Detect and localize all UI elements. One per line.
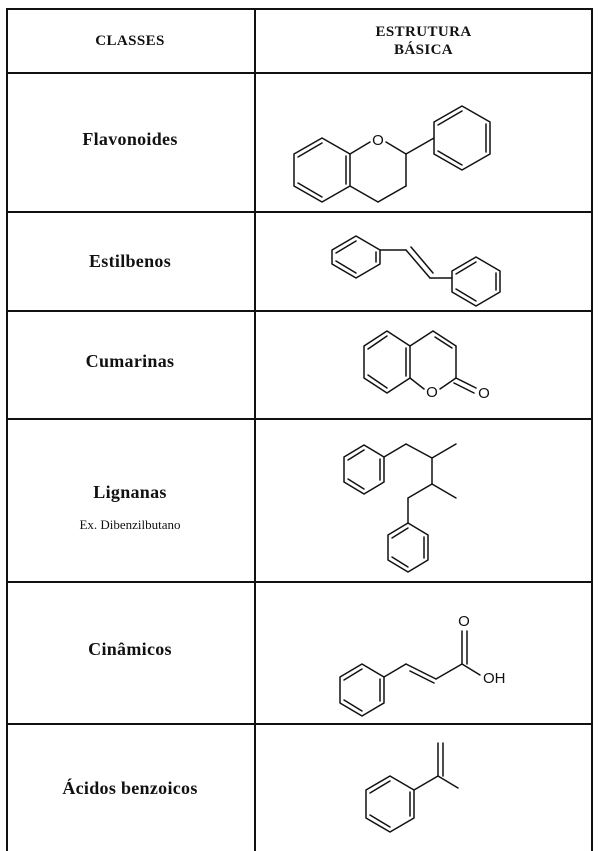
- row-divider: [6, 310, 593, 312]
- header-structure-line2: BÁSICA: [393, 42, 454, 58]
- class-name: Flavonoides: [82, 129, 178, 149]
- stilbene-structure-icon: [331, 235, 501, 307]
- class-cell-flavonoides: Flavonoides: [6, 129, 254, 150]
- class-name: Estilbenos: [88, 251, 172, 271]
- structure-cell-cinamicos: O OH: [256, 583, 593, 723]
- row-divider: [6, 72, 593, 74]
- flavan-structure-icon: O: [293, 105, 491, 203]
- table-column-divider: [254, 8, 256, 851]
- oxygen-label: O: [372, 132, 384, 149]
- class-cell-cumarinas: Cumarinas: [6, 351, 254, 372]
- carbonyl-oxygen-label: O: [458, 613, 470, 630]
- class-cell-lignanas: Lignanas Ex. Dibenzilbutano: [6, 482, 254, 533]
- hydroxyl-label: OH: [483, 670, 506, 687]
- table-border-right: [591, 8, 593, 851]
- header-structure-line1: ESTRUTURA: [375, 24, 472, 40]
- structure-cell-lignanas: [256, 420, 593, 581]
- class-name: Cumarinas: [85, 351, 175, 371]
- classes-table: CLASSES ESTRUTURA BÁSICA Flavonoides O: [6, 8, 593, 851]
- benzoic-acid-structure-icon: [365, 742, 459, 833]
- row-divider: [6, 418, 593, 420]
- table-border-top: [6, 8, 593, 10]
- class-cell-cinamicos: Cinâmicos: [6, 639, 254, 660]
- structure-cell-estilbenos: [256, 213, 593, 310]
- dibenzylbutane-structure-icon: [343, 443, 457, 573]
- table-border-left: [6, 8, 8, 851]
- coumarin-structure-icon: O O: [363, 330, 490, 402]
- carbonyl-oxygen-label: O: [478, 385, 490, 402]
- class-name: Cinâmicos: [88, 639, 172, 659]
- header-classes: CLASSES: [6, 32, 254, 50]
- header-classes-label: CLASSES: [95, 33, 165, 49]
- row-divider: [6, 723, 593, 725]
- structure-cell-acidos-benzoicos: [256, 725, 593, 851]
- class-subtitle: Ex. Dibenzilbutano: [79, 517, 181, 532]
- header-structure: ESTRUTURA BÁSICA: [256, 23, 591, 59]
- class-cell-acidos-benzoicos: Ácidos benzoicos: [6, 778, 254, 799]
- class-name: Lignanas: [93, 482, 167, 502]
- structure-cell-cumarinas: O O: [256, 312, 593, 418]
- structure-cell-flavonoides: O: [256, 74, 593, 211]
- ring-oxygen-label: O: [426, 384, 438, 401]
- class-name: Ácidos benzoicos: [62, 778, 198, 798]
- row-divider: [6, 211, 593, 213]
- class-cell-estilbenos: Estilbenos: [6, 251, 254, 272]
- row-divider: [6, 581, 593, 583]
- cinnamic-acid-structure-icon: O OH: [339, 613, 506, 717]
